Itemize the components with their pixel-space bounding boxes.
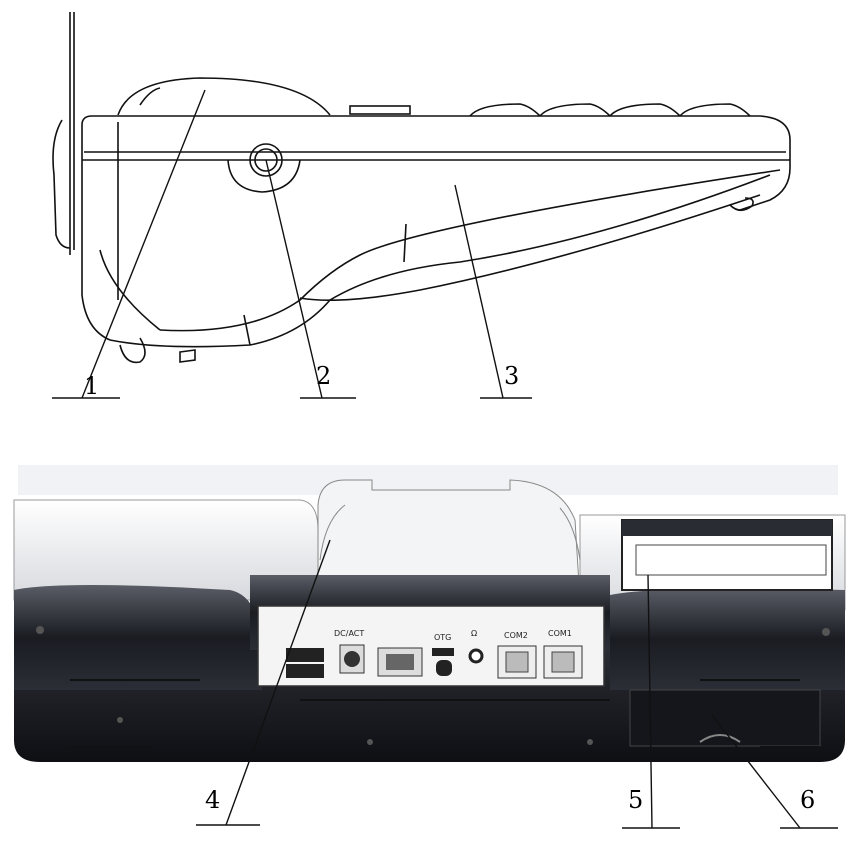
dc-jack [344,651,360,667]
callout-label-3: 3 [504,362,519,390]
callout-label-6: 6 [800,786,815,814]
port-label-dc: DC/ACT [334,629,364,638]
usb-port-1 [286,648,324,662]
port-label-com2: COM2 [504,631,528,640]
port-label-com1: COM1 [548,629,572,638]
side-top-body [81,115,791,211]
port-label-otg: OTG [434,633,451,642]
battery-cover [629,689,821,747]
leader-3 [454,184,504,399]
otg-port [432,648,454,656]
paper-roll-dome [117,77,331,116]
usb-port-2 [286,664,324,678]
rear-view-render [13,465,846,762]
leader-2 [265,159,323,399]
leader-1 [81,89,206,399]
callout-label-1: 1 [84,372,99,400]
callout-label-2: 2 [316,362,331,390]
callouts-bottom [196,539,838,829]
side-clip-hook [52,119,71,249]
rear-right-body [610,588,845,690]
side-clip [69,12,75,255]
callout-label-5: 5 [628,786,643,814]
port-label-audio: Ω [471,629,477,638]
handle-outline [109,174,771,348]
leader-5 [647,574,653,829]
side-view-drawing [52,12,791,364]
leader-4 [225,539,331,826]
leader-6 [711,714,801,829]
callout-label-4: 4 [205,786,220,814]
side-button [249,143,283,177]
rear-left-body [14,585,262,690]
audio-jack [468,648,484,664]
callouts-top [52,89,532,399]
